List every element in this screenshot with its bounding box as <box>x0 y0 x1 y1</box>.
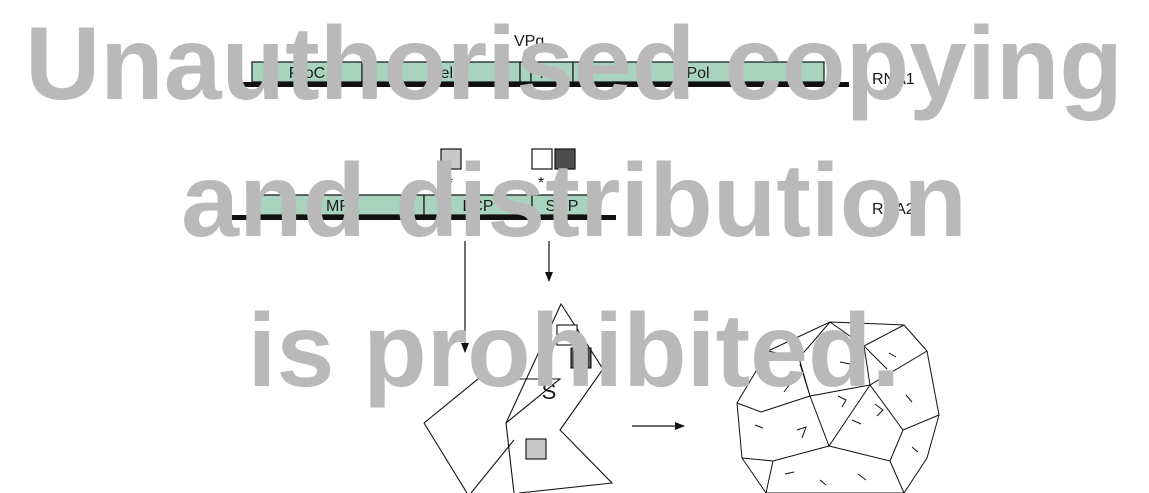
scp-dark-square <box>554 148 576 170</box>
small-subunit-face <box>505 302 614 493</box>
scp-marker-white: * <box>538 175 544 192</box>
lcp-marker: * <box>447 175 453 192</box>
rna2-genome: * * * MP LCP SCP RNA2 <box>229 148 915 220</box>
rna2-label-mp: MP <box>326 198 350 215</box>
rna1-name: RNA1 <box>872 71 915 88</box>
virus-capsid <box>736 321 940 493</box>
watermark-line-2: and distribution <box>181 143 967 259</box>
rna1-strand <box>229 82 849 87</box>
vpg-label: VPg <box>514 33 544 50</box>
rna2-strand <box>229 215 616 220</box>
scp-white-square <box>531 148 553 170</box>
rna1-label-pro: Pro <box>540 65 565 82</box>
rna2-name: RNA2 <box>872 201 915 218</box>
rna1-label-proc: ProC <box>289 65 325 82</box>
rna1-label-pol: Pol <box>686 65 709 82</box>
rna1-label-hel: Hel <box>429 65 453 82</box>
large-subunit-left-edge <box>423 422 468 493</box>
lcp-subunit-square <box>440 148 462 170</box>
watermark-line-3: is prohibited. <box>248 293 901 409</box>
subunit-dark-square <box>570 347 592 369</box>
subunit-light-square <box>525 438 547 460</box>
rna1-segment-pol <box>572 61 825 83</box>
rna1-genome: VPg ProC Hel Pro Pol RNA1 <box>229 33 915 88</box>
asymmetric-unit <box>423 302 614 493</box>
rna2-segment-scp <box>531 194 594 216</box>
rna2-label-scp: SCP <box>546 198 579 215</box>
capsid-outline <box>736 321 940 493</box>
watermark-line-1: Unauthorised copying <box>25 6 1123 122</box>
scp-marker-dark: * <box>555 175 561 192</box>
large-subunit-fold <box>470 439 515 493</box>
small-subunit-label: S <box>542 379 557 404</box>
copyright-watermark: Unauthorised copying and distribution is… <box>25 6 1123 409</box>
rna2-label-lcp: LCP <box>462 198 493 215</box>
subunit-white-square <box>556 324 578 346</box>
